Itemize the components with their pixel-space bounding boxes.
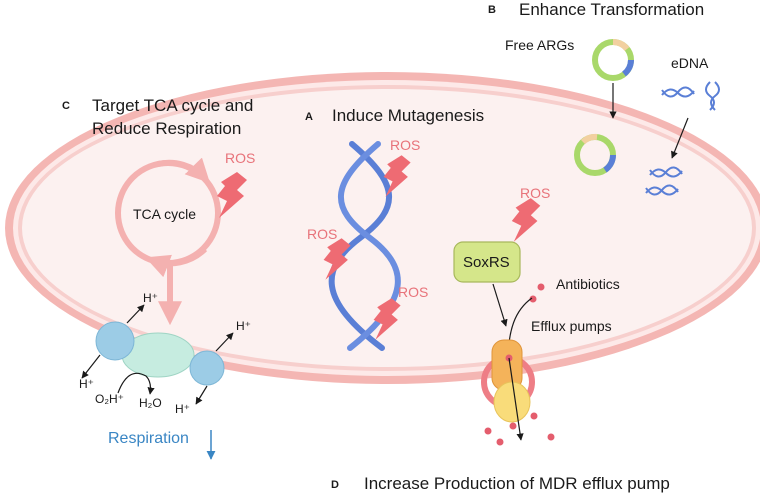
- soxrs-box: [453, 241, 521, 283]
- complex-blue-left: [95, 321, 135, 361]
- proton-arrow: [195, 385, 208, 405]
- antibiotics-label: Antibiotics: [556, 276, 620, 292]
- ros-label: ROS: [520, 185, 551, 201]
- panel-letter: C: [62, 100, 70, 112]
- edna-uptake-arrow: [671, 117, 689, 159]
- proton-label: H⁺: [175, 402, 190, 416]
- activation-arrow: [492, 283, 508, 327]
- proton-label: H⁺: [236, 319, 251, 333]
- panel-letter: D: [331, 479, 339, 491]
- oxygen-label: O₂H⁺: [95, 392, 124, 406]
- efflux-pumps-label: Efflux pumps: [531, 318, 612, 334]
- proton-arrow: [126, 304, 145, 324]
- edna-icon: [645, 81, 720, 196]
- tca-label: TCA cycle: [133, 206, 197, 222]
- proton-label: H⁺: [79, 377, 94, 391]
- ros-label: ROS: [225, 150, 256, 166]
- panel-title: Increase Production of MDR efflux pump: [364, 474, 670, 493]
- plasmid-icon: [592, 39, 634, 81]
- ros-label: ROS: [398, 284, 429, 300]
- efflux-arrow: [508, 357, 524, 441]
- panel-title: Induce Mutagenesis: [332, 106, 485, 125]
- proton-arrow: [215, 332, 234, 352]
- ros-label: ROS: [390, 137, 421, 153]
- panel-title: Reduce Respiration: [92, 119, 242, 138]
- proton-arrow: [81, 354, 101, 379]
- panel-letter: B: [488, 4, 496, 16]
- free-args-label: Free ARGs: [505, 37, 575, 53]
- edna-label: eDNA: [671, 55, 709, 71]
- plasmid-icon: [574, 133, 617, 176]
- oxygen-reduction-arrow: [117, 372, 155, 395]
- panel-title: Target TCA cycle and: [92, 96, 254, 115]
- soxrs-label: SoxRS: [463, 254, 510, 271]
- panel-title: Enhance Transformation: [519, 0, 705, 19]
- proton-label: H⁺: [143, 291, 158, 305]
- panel-letter: A: [305, 111, 313, 123]
- antibiotic-molecules: [484, 283, 555, 446]
- water-label: H₂O: [139, 396, 162, 410]
- tca-cycle-ring: [115, 157, 221, 278]
- ros-label: ROS: [307, 226, 338, 242]
- respiration-label: Respiration: [108, 430, 189, 447]
- complex-blue-right: [189, 350, 225, 386]
